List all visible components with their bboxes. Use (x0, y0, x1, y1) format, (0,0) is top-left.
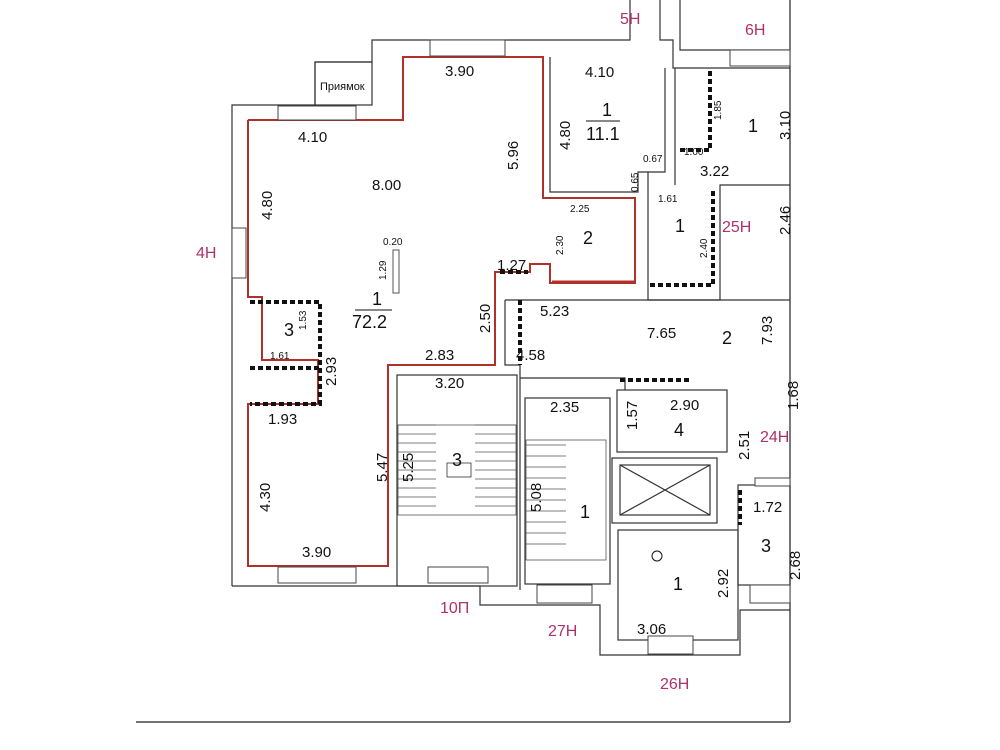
dimension: 8.00 (372, 177, 401, 194)
room-number: 1 (673, 574, 683, 594)
main-room-area: 72.2 (352, 312, 387, 332)
opening-label: 5Н (620, 11, 640, 28)
room-11-number: 1 (602, 100, 612, 120)
dimension: 2.83 (425, 347, 454, 364)
dimension: 4.58 (516, 347, 545, 364)
dimension: 2.92 (715, 569, 732, 598)
dimension: 0.67 (643, 154, 663, 165)
dimension-labels: 3.90 4.10 4.10 4.80 8.00 5.96 4.80 0.65 … (257, 63, 804, 638)
dimension: 1.29 (378, 260, 389, 280)
dimension: 1.85 (713, 100, 724, 120)
dimension: 1.93 (268, 411, 297, 428)
windows (231, 39, 791, 655)
room-numbers: 2 3 3 1 4 1 1 1 2 3 (284, 116, 771, 594)
opening-label: 6Н (745, 22, 765, 39)
dimension: 3.20 (435, 375, 464, 392)
dimension: 5.47 (374, 453, 391, 482)
main-room-number: 1 (372, 289, 382, 309)
dimension: 2.25 (570, 204, 590, 215)
dimension: 4.80 (259, 191, 276, 220)
opening-label: 24Н (760, 429, 789, 446)
dimension: 3.22 (700, 163, 729, 180)
room-number: 1 (580, 502, 590, 522)
pit (314, 61, 373, 106)
dimension: 4.10 (298, 129, 327, 146)
dimension: 2.50 (477, 304, 494, 333)
dimension: 2.30 (555, 235, 566, 255)
dimension: 4.30 (257, 483, 274, 512)
interior-walls (396, 57, 791, 641)
opening-labels: 5Н 6Н 4Н 25Н 24Н 10П 27Н 26Н (196, 11, 789, 693)
dimension: 3.06 (637, 621, 666, 638)
room-number: 1 (675, 216, 685, 236)
opening-label: 26Н (660, 676, 689, 693)
dimension: 4.80 (557, 121, 574, 150)
dimension: 2.46 (777, 206, 794, 235)
dimension: 2.90 (670, 397, 699, 414)
dimension: 5.96 (505, 141, 522, 170)
dimension: 2.35 (550, 399, 579, 416)
outer-walls (231, 0, 790, 656)
opening-label: 10П (440, 600, 469, 617)
dimension: 3.10 (777, 111, 794, 140)
dimension: 3.90 (302, 544, 331, 561)
dimension: 1.61 (270, 351, 290, 362)
dimension: 2.40 (699, 238, 710, 258)
dimension: 1.57 (624, 401, 641, 430)
dimension: 7.93 (759, 316, 776, 345)
dimension: 5.08 (528, 483, 545, 512)
opening-label: 4Н (196, 245, 216, 262)
opening-label: 27Н (548, 623, 577, 640)
room-number: 2 (583, 228, 593, 248)
opening-label: 25Н (722, 219, 751, 236)
dimension: 1.00 (684, 147, 704, 158)
room-11-area: 11.1 (586, 124, 620, 144)
dimension: 5.25 (400, 453, 417, 482)
stairs (397, 424, 607, 561)
dimension: 7.65 (647, 325, 676, 342)
room-number: 3 (761, 536, 771, 556)
dimension: 4.10 (585, 64, 614, 81)
pit-label: Приямок (320, 81, 365, 93)
dimension: 3.90 (445, 63, 474, 80)
dimension: 0.65 (630, 172, 641, 192)
dimension: 2.51 (736, 431, 753, 460)
column (392, 249, 400, 294)
dimension: 1.72 (753, 499, 782, 516)
room-number: 3 (452, 450, 462, 470)
room-number: 4 (674, 420, 684, 440)
partition-walls (250, 70, 742, 525)
dimension: 2.68 (787, 551, 804, 580)
unit-outline (247, 56, 636, 567)
room-number: 2 (722, 328, 732, 348)
room-number: 1 (748, 116, 758, 136)
dimension: 0.20 (383, 237, 403, 248)
dimension: 5.23 (540, 303, 569, 320)
dimension: 1.61 (658, 194, 678, 205)
toilet-icon (651, 550, 663, 562)
room-number: 3 (284, 320, 294, 340)
dimension: 1.27 (497, 257, 526, 274)
dimension: 1.53 (298, 310, 309, 330)
dimension: 1.68 (785, 381, 802, 410)
dimension: 2.93 (323, 357, 340, 386)
